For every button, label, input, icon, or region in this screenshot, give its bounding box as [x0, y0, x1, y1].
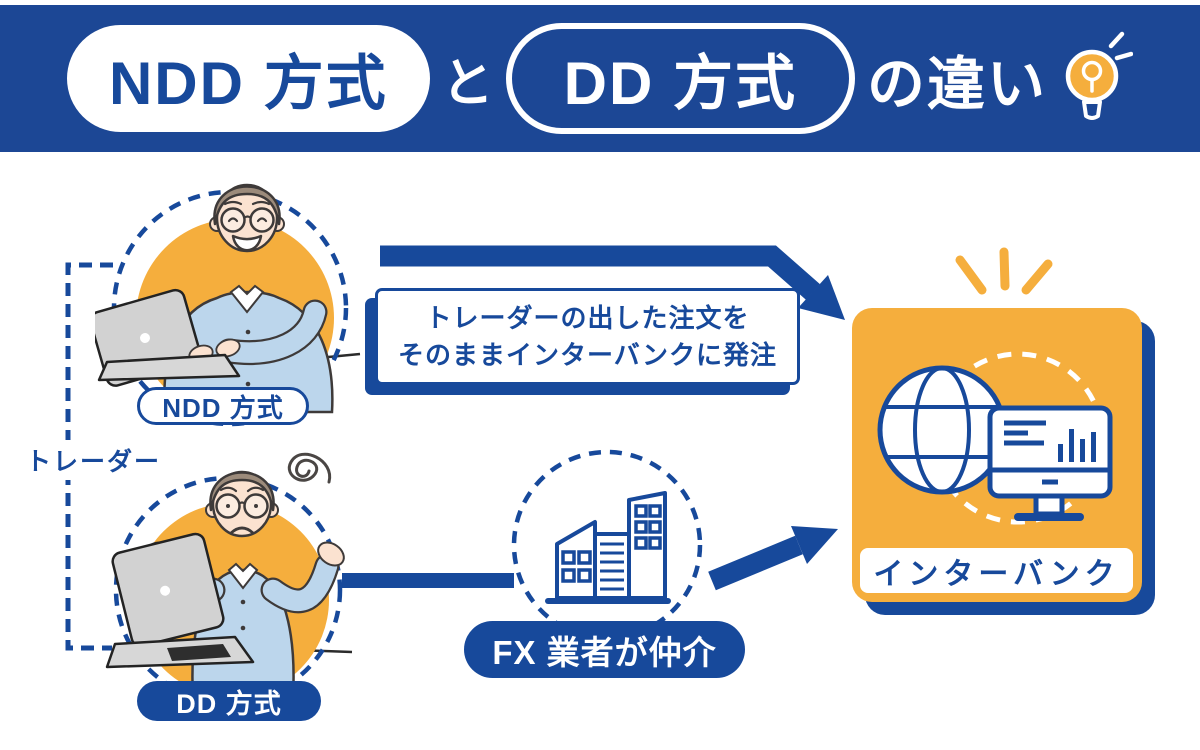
- lightbulb-icon: [1065, 31, 1134, 120]
- sparkle-line-icon: [1108, 31, 1125, 48]
- title-pill-dd: DD 方式: [505, 23, 855, 134]
- title-pill-ndd-label: NDD 方式: [108, 50, 388, 117]
- fx-broker-badge: FX 業者が仲介: [464, 621, 745, 678]
- ndd-flow-arrow: [380, 245, 845, 320]
- globe-icon: [877, 365, 1007, 495]
- ndd-order-note: トレーダーの出した注文を そのままインターバンクに発注: [375, 288, 800, 385]
- glasses-icon: [220, 207, 275, 233]
- person-head: [205, 470, 279, 538]
- emphasis-marks-icon: [955, 247, 1053, 295]
- ndd-trader-illustration: [95, 183, 349, 427]
- title-pill-ndd: NDD 方式: [66, 25, 430, 132]
- ndd-order-note-line1: トレーダーの出した注文を: [425, 302, 750, 333]
- dd-badge: DD 方式: [137, 681, 321, 721]
- laptop-icon: [95, 288, 241, 387]
- title-suffix: の違い: [867, 51, 1048, 117]
- title-banner: NDD 方式 と DD 方式 の違い: [0, 5, 1200, 152]
- buildings-icon: [545, 491, 671, 604]
- trader-group-label: トレーダー: [21, 440, 167, 480]
- interbank-illustration: [877, 351, 1113, 525]
- ndd-badge: NDD 方式: [137, 387, 309, 425]
- dd-flow-line: [342, 573, 514, 588]
- interbank-label: インターバンク: [860, 548, 1133, 593]
- confusion-scribble-icon: [287, 452, 332, 484]
- sparkle-line-icon: [1114, 51, 1134, 60]
- title-connector: と: [441, 55, 494, 113]
- ndd-order-note-line2: そのままインターバンクに発注: [397, 339, 778, 370]
- laptop-icon: [105, 532, 255, 669]
- dd-trader-illustration: [105, 452, 345, 705]
- dd-flow-arrow: [708, 526, 838, 591]
- title-pill-dd-label: DD 方式: [563, 50, 797, 117]
- monitor-icon: [987, 405, 1113, 521]
- fx-broker-circle: [511, 449, 703, 641]
- interbank-card: インターバンク: [852, 308, 1142, 602]
- person-head: [209, 183, 285, 253]
